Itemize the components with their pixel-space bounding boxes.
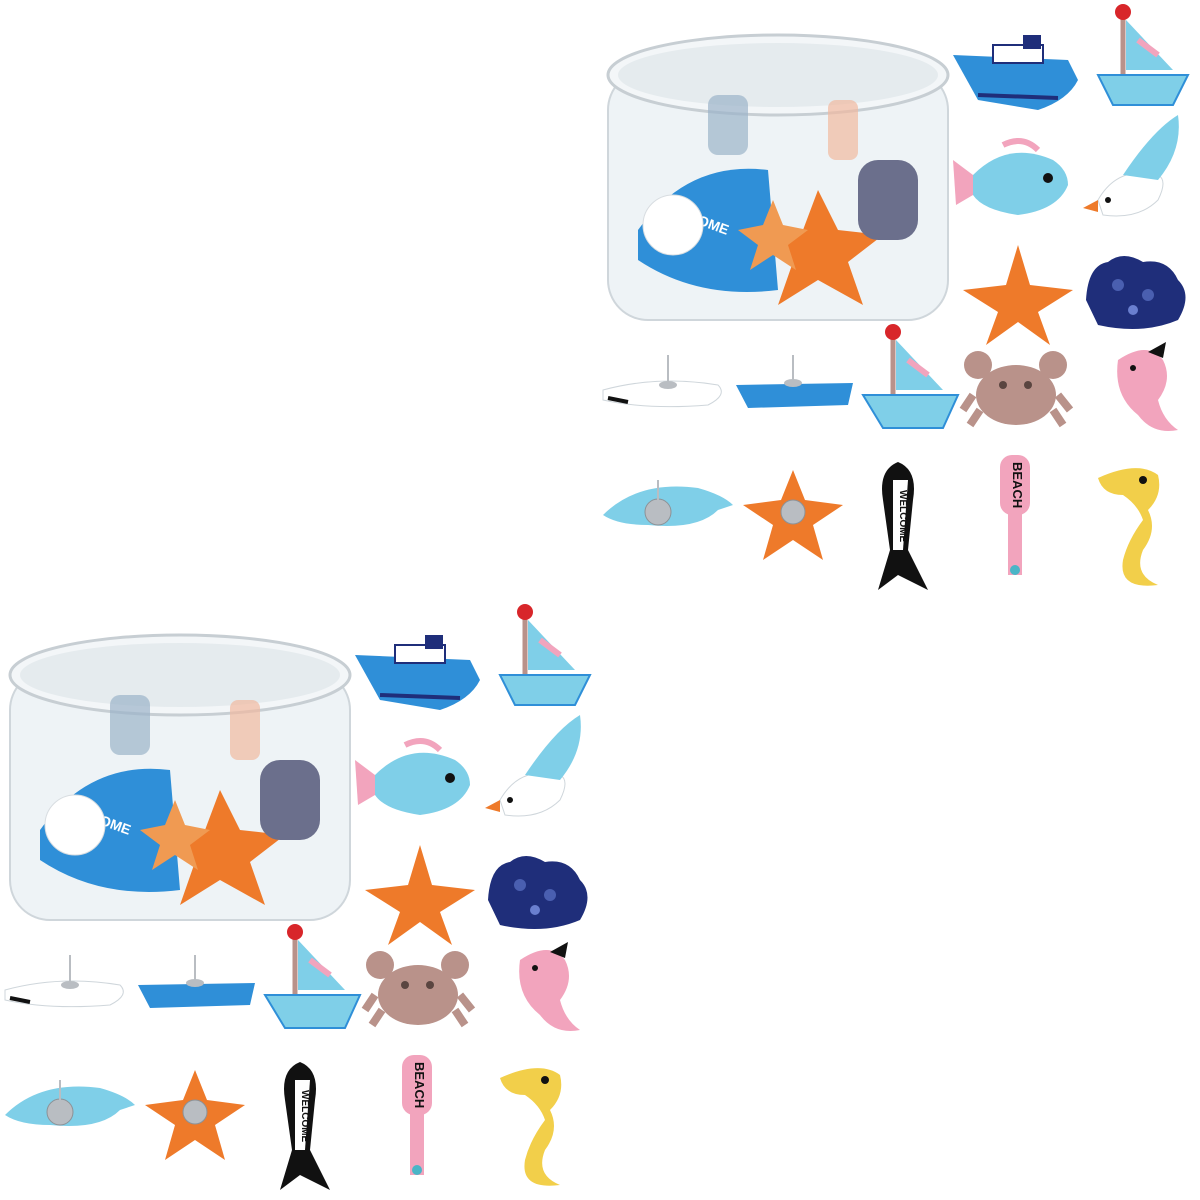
sailboat-pin-4 bbox=[263, 924, 362, 1029]
cruise-ship-pin bbox=[953, 35, 1078, 110]
tropical-fish-pin-2 bbox=[355, 738, 470, 815]
product-set-top-right: WELCOME bbox=[598, 0, 1198, 600]
beach-paddle-pin-2: BEACH bbox=[402, 1055, 432, 1175]
dolphin-pin bbox=[1117, 342, 1178, 431]
clear-jar-2: WELCOME bbox=[8, 633, 352, 921]
seahorse-pin-2 bbox=[500, 1068, 562, 1186]
surfboard-pin-2 bbox=[4, 955, 124, 1008]
sailboat-pin-2 bbox=[861, 324, 960, 429]
seagull-pin bbox=[1083, 115, 1179, 217]
paddle-beach-text-2: BEACH bbox=[412, 1062, 427, 1108]
fish-bone-welcome-text-2: WELCOME bbox=[299, 1090, 310, 1143]
crab-pin bbox=[959, 351, 1074, 428]
product-set-bottom-left: WELCOME bbox=[0, 600, 600, 1200]
dolphin-pin-2 bbox=[519, 942, 580, 1031]
paddle-beach-text: BEACH bbox=[1010, 462, 1025, 508]
starfish-pin-3 bbox=[365, 845, 475, 945]
starfish-pin-4 bbox=[145, 1070, 245, 1160]
seagull-pin-2 bbox=[485, 715, 581, 817]
starfish-pin bbox=[963, 245, 1073, 345]
sailboat-pin-3 bbox=[498, 604, 592, 706]
boat-pin bbox=[736, 355, 853, 408]
coral-pin bbox=[1086, 256, 1186, 329]
sailboat-pin bbox=[1096, 4, 1190, 106]
fish-bone-pin-2: WELCOME bbox=[280, 1062, 330, 1190]
starfish-small-in-jar bbox=[738, 200, 808, 270]
cruise-ship-pin-2 bbox=[355, 635, 480, 710]
clear-jar: WELCOME bbox=[606, 33, 950, 321]
dark-piece-in-jar bbox=[858, 160, 918, 240]
fish-bone-pin: WELCOME bbox=[878, 462, 928, 590]
pin-head-in-jar bbox=[642, 194, 704, 256]
crab-pin-2 bbox=[361, 951, 476, 1028]
coral-pin-2 bbox=[488, 856, 588, 929]
product-photo-2: WELCOME bbox=[4, 604, 592, 1190]
starfish-pin-2 bbox=[743, 470, 843, 560]
seahorse-pin bbox=[1098, 468, 1160, 586]
beach-paddle-pin: BEACH bbox=[1000, 455, 1030, 575]
fish-pin bbox=[603, 480, 733, 526]
starfish-in-jar bbox=[758, 190, 883, 305]
boat-pin-2 bbox=[138, 955, 255, 1008]
surfboard-pin bbox=[602, 355, 722, 408]
fish-bone-welcome-text: WELCOME bbox=[897, 490, 908, 543]
product-photo: WELCOME bbox=[602, 4, 1190, 590]
tropical-fish-pin bbox=[953, 138, 1068, 215]
fish-pin-2 bbox=[5, 1080, 135, 1126]
